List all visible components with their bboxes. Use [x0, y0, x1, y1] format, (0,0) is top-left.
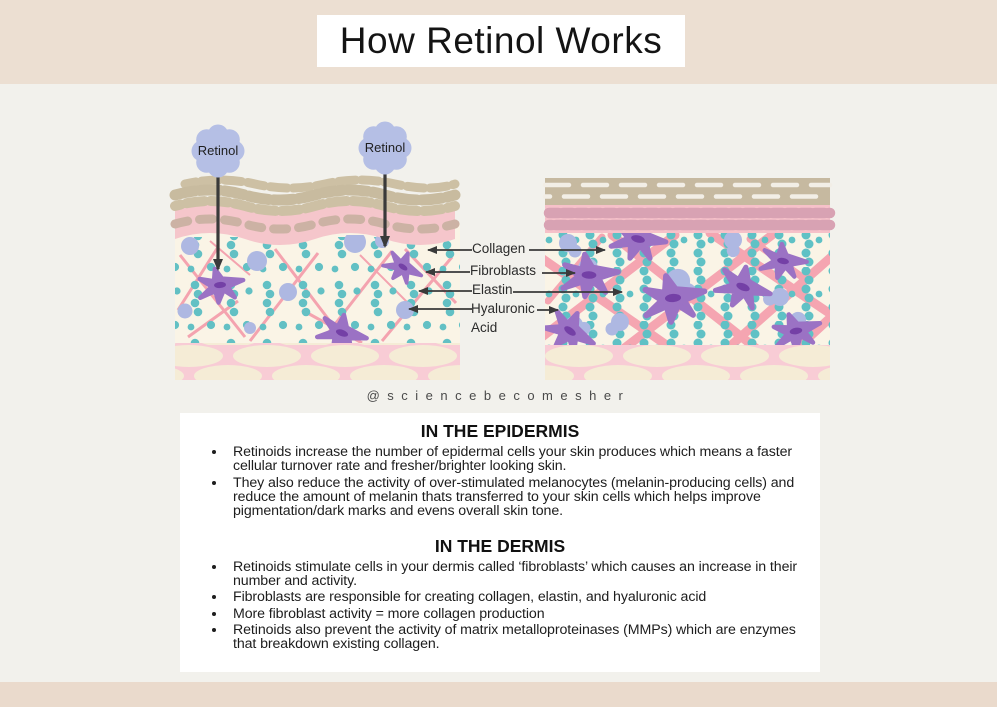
bullet-item: Retinoids also prevent the activity of m… — [227, 623, 808, 652]
label-pointer-arrows — [408, 246, 623, 314]
dermis-bullet-list: Retinoids stimulate cells in your dermis… — [188, 560, 812, 652]
label-acid: Acid — [471, 320, 498, 335]
retinol-molecule-right — [358, 121, 412, 248]
section-heading-epidermis: IN THE EPIDERMIS — [420, 421, 580, 441]
section-heading-dermis: IN THE DERMIS — [434, 535, 566, 556]
title-box: How Retinol Works — [317, 15, 685, 67]
watermark-handle: @sciencebecomesher — [366, 388, 631, 403]
bottom-band — [0, 682, 997, 707]
info-panel: IN THE EPIDERMIS Retinoids increase the … — [180, 413, 820, 672]
page-title: How Retinol Works — [339, 20, 663, 61]
label-collagen: Collagen — [472, 241, 526, 256]
epidermis-bullet-list: Retinoids increase the number of epiderm… — [188, 445, 812, 519]
skin-diagram-illustration — [169, 121, 836, 380]
retinol-label-left: Retinol — [197, 143, 239, 158]
retinol-molecule-left — [191, 124, 245, 271]
label-hyaluronic: Hyaluronic — [471, 301, 535, 316]
bullet-item: Retinoids stimulate cells in your dermis… — [227, 560, 808, 589]
right-skin-diagram — [542, 178, 836, 380]
bullet-item: Retinoids increase the number of epiderm… — [227, 445, 808, 474]
bullet-item: More fibroblast activity = more collagen… — [227, 606, 808, 621]
retinol-label-right: Retinol — [364, 140, 406, 155]
label-fibroblasts: Fibroblasts — [470, 263, 537, 278]
bullet-item: They also reduce the activity of over-st… — [227, 476, 808, 519]
bullet-item: Fibroblasts are responsible for creating… — [227, 590, 808, 605]
label-elastin: Elastin — [472, 282, 513, 297]
